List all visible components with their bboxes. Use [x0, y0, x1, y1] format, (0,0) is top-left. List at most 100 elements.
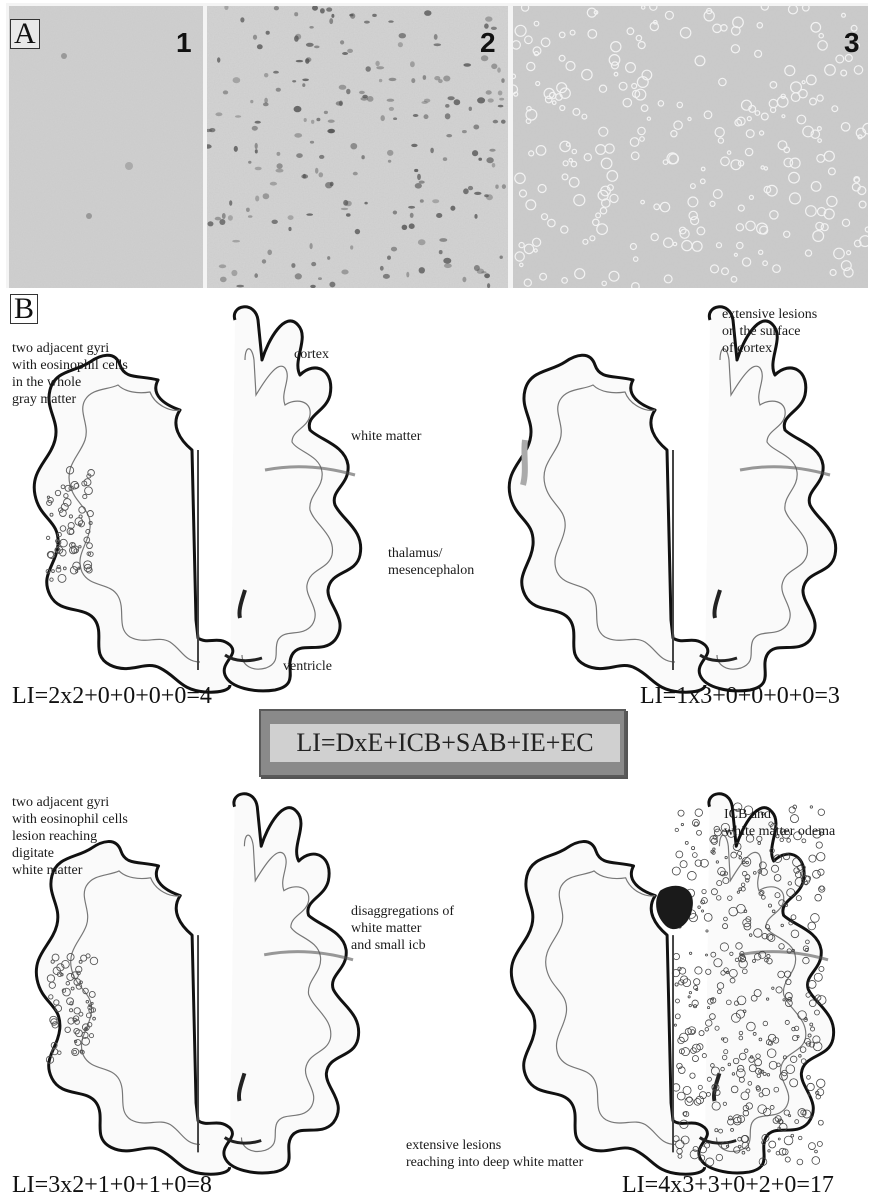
cell-dot [408, 206, 415, 209]
cell-dot [410, 61, 415, 67]
cell-dot [264, 98, 268, 104]
cell-dot [497, 67, 501, 72]
lesion-cell [699, 1031, 704, 1036]
cell-dot [402, 225, 408, 230]
cell-dot [484, 273, 490, 278]
cell-dot [223, 90, 228, 94]
label-deep-white-matter: extensive lesions reaching into deep whi… [406, 1137, 583, 1171]
lesion-cell [680, 861, 687, 868]
lesion-cell [808, 980, 816, 988]
cell-dot [296, 60, 303, 62]
cell-dot [443, 76, 450, 82]
cell-dot [319, 172, 324, 177]
lesion-cell [807, 1076, 811, 1080]
cell-dot [274, 6, 279, 10]
cell-dot [336, 101, 343, 105]
cell-dot [502, 184, 506, 189]
cell-dot [388, 20, 393, 22]
cell-dot [292, 80, 296, 82]
cell-dot [340, 40, 344, 44]
cell-dot [367, 96, 374, 102]
cell-dot [477, 97, 485, 103]
cell-dot [270, 182, 277, 186]
cell-dot [423, 75, 427, 80]
cell-dot [393, 117, 397, 120]
cell-dot [310, 243, 313, 249]
lesion-cell [690, 1073, 695, 1078]
cell-dot [411, 78, 415, 83]
li-formula-box: LI=DxE+ICB+SAB+IE+EC [259, 709, 626, 777]
lesion-cell [695, 809, 703, 817]
cell-dot [236, 285, 244, 288]
cell-dot [248, 161, 251, 164]
lesion-cell [688, 996, 690, 998]
lesion-cell [808, 1143, 815, 1150]
cell-dot [257, 44, 263, 49]
cell-dot [495, 185, 498, 189]
lesion-cell [811, 914, 820, 923]
cell-dot [263, 193, 270, 199]
cell-dot [472, 150, 478, 156]
cell-dot [410, 213, 414, 218]
cell-dot [310, 141, 314, 144]
lesion-cell [791, 915, 796, 920]
cell-dot [349, 14, 353, 17]
lesion-cell [675, 983, 678, 986]
formula-bottom-left: LI=3x2+1+0+1+0=8 [12, 1172, 212, 1199]
micrograph-3 [513, 6, 868, 288]
lesion-cell [692, 1055, 698, 1061]
cell-dot [302, 83, 305, 87]
lesion-cell [813, 870, 821, 878]
cell-dot [295, 273, 302, 279]
micrograph-3-image [513, 6, 868, 288]
cell-dot [432, 199, 439, 203]
brain-section-bottom-right [505, 787, 845, 1177]
lesion-cell [819, 966, 824, 971]
lesion-cell [694, 979, 700, 985]
cell-dot [304, 118, 307, 122]
cell-dot [473, 125, 479, 130]
cell-dot [318, 277, 322, 280]
cell-dot [486, 194, 493, 200]
lesion-cell [672, 867, 680, 875]
cell-dot [255, 149, 258, 153]
cell-dot [311, 120, 314, 124]
label-ventricle: ventricle [283, 658, 332, 675]
cell-dot [301, 174, 308, 178]
cell-dot [398, 42, 403, 47]
cell-dot [474, 214, 477, 219]
cell-dot [393, 211, 397, 215]
cell-dot [420, 199, 424, 203]
lesion-cell [797, 1159, 803, 1165]
cell-dot [306, 43, 314, 47]
cell-dot [439, 250, 443, 254]
cell-dot [327, 256, 330, 260]
lesion-cell [685, 841, 688, 844]
cell-dot [294, 12, 298, 16]
lesion-cell [791, 1134, 794, 1137]
cell-dot [342, 52, 348, 55]
lesion-cell [818, 869, 824, 875]
cell-dot [409, 223, 415, 229]
lesion-cell [698, 906, 701, 909]
cell-dot [276, 169, 284, 173]
cell-dot [346, 89, 350, 95]
panel-a: 1 2 3 A [6, 3, 868, 293]
lesion-cell [698, 1085, 702, 1089]
label-gyri-digitate: two adjacent gyri with eosinophil cells … [12, 794, 128, 879]
cell-dot [388, 160, 391, 163]
lesion-cell [674, 1024, 676, 1026]
cell-dot [434, 34, 438, 40]
lesion-cell [676, 851, 683, 858]
cell-dot [350, 143, 357, 149]
cell-dot [326, 7, 332, 11]
cell-dot [438, 79, 443, 83]
lesion-cell [816, 852, 824, 860]
lesion-cell [815, 894, 822, 901]
cell-dot [329, 18, 333, 24]
lesion-cell [784, 1136, 793, 1145]
cell-dot [489, 149, 495, 152]
cell-dot [501, 120, 506, 124]
cell-dot [219, 264, 226, 268]
cell-dot [366, 66, 371, 72]
